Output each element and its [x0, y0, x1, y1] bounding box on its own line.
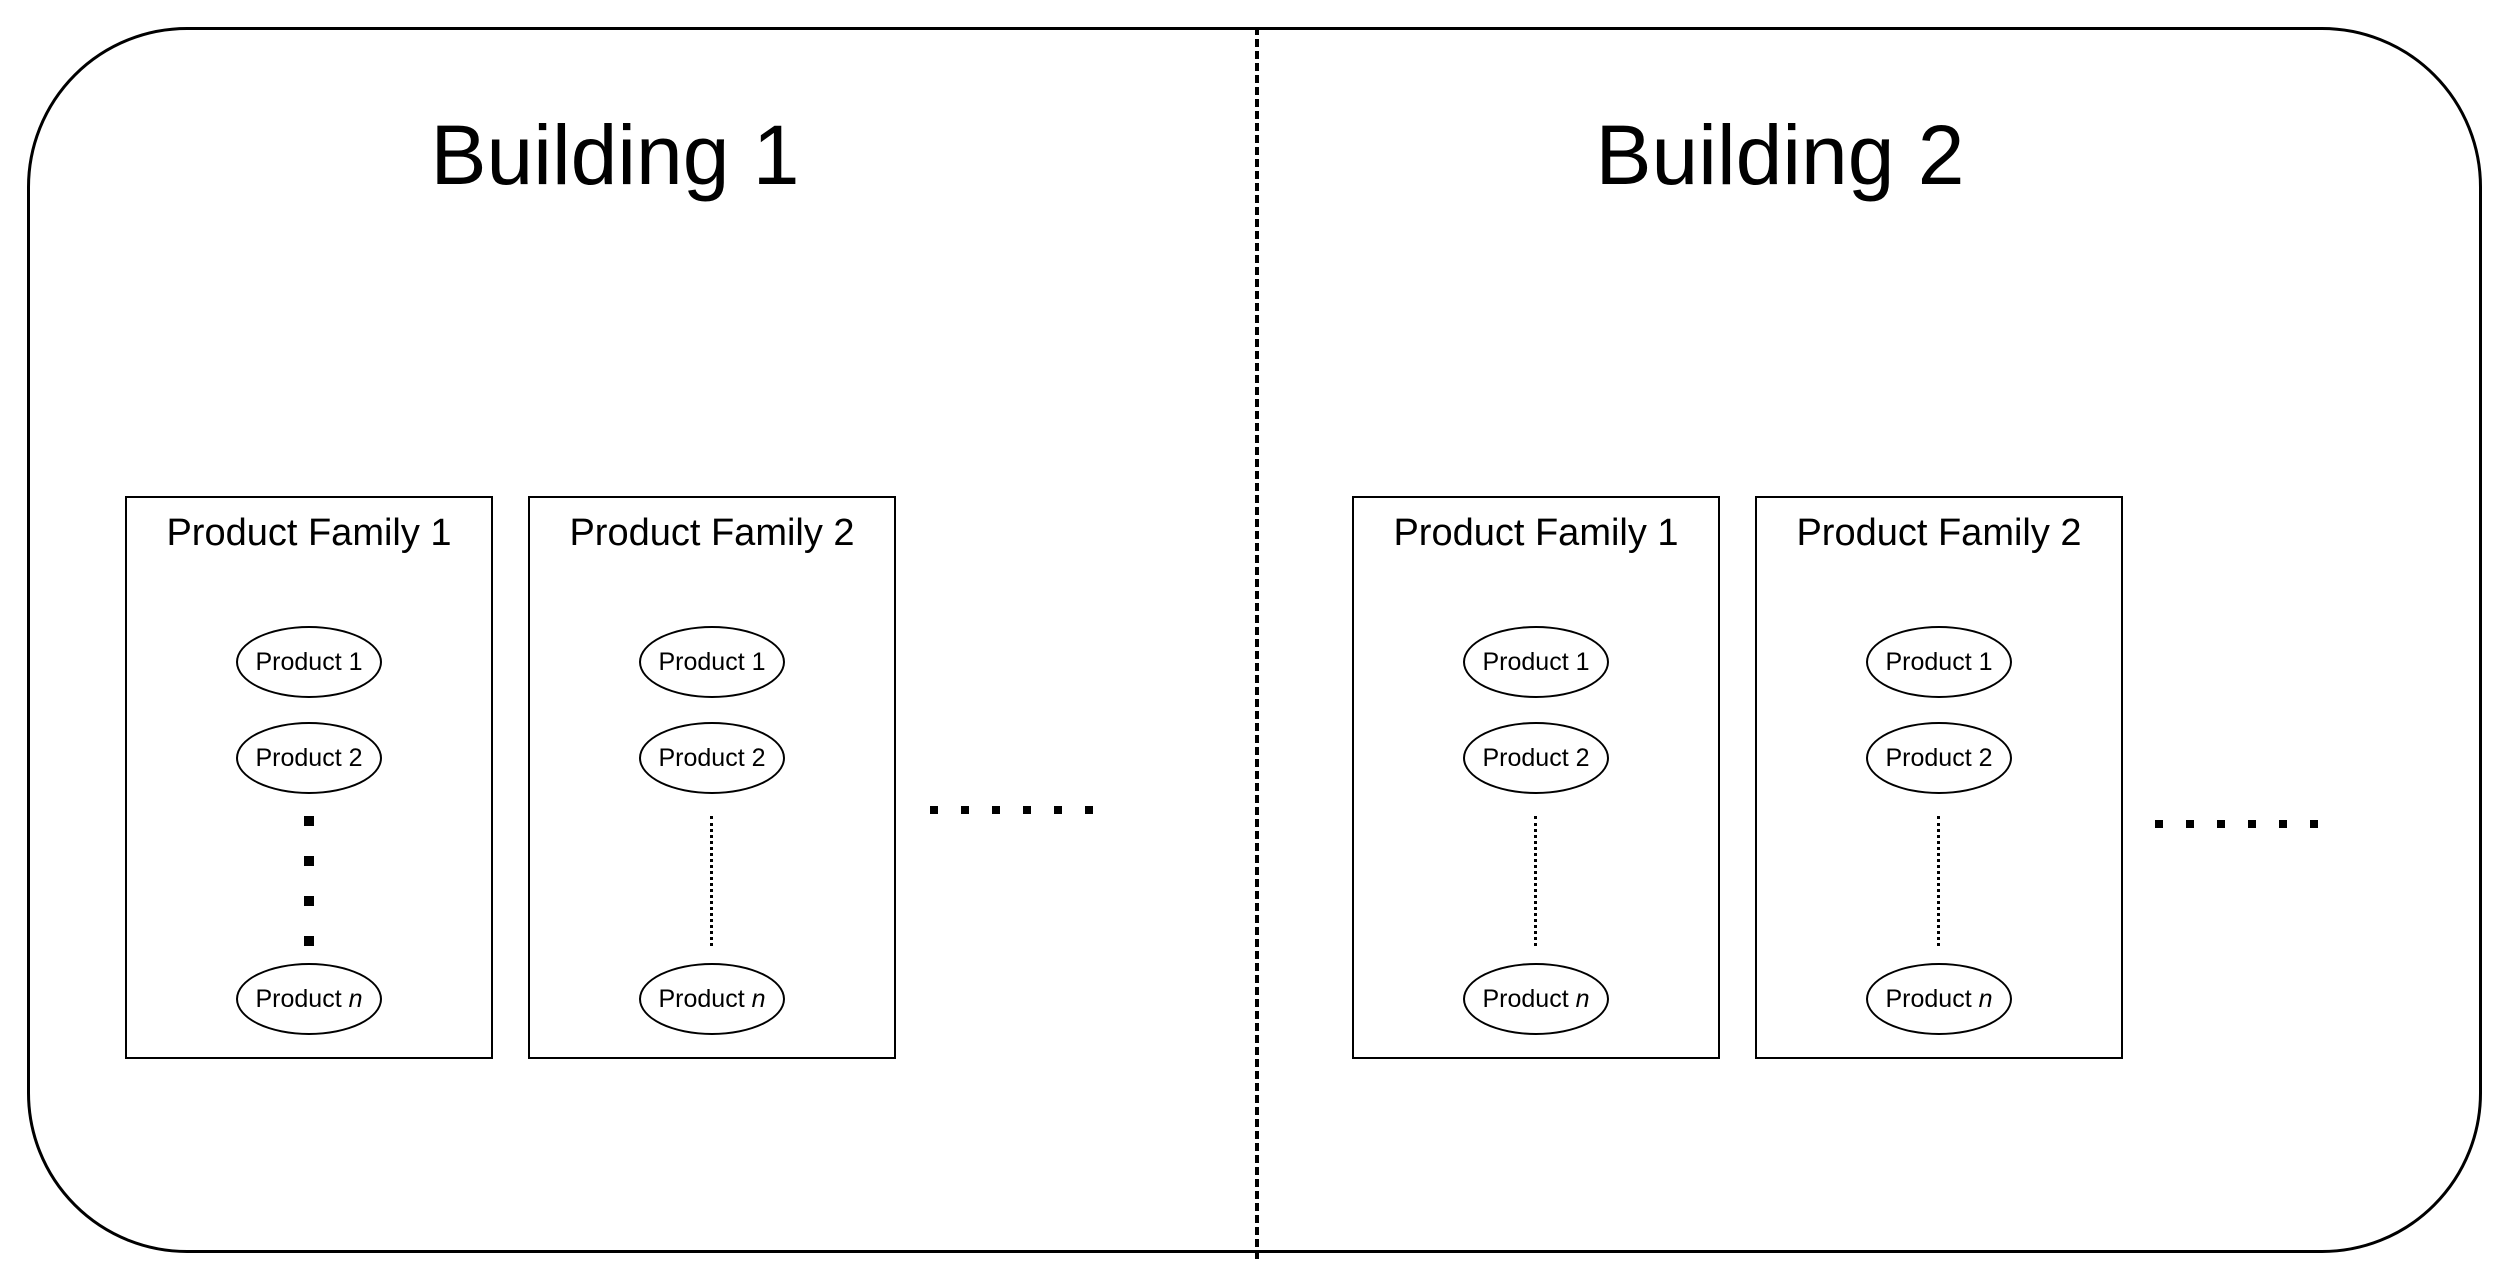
building-1-title: Building 1 [430, 108, 800, 202]
product-n-prefix: Product [1885, 984, 1979, 1013]
product-n-prefix: Product [1482, 984, 1576, 1013]
product-n-node: Product n [1866, 963, 2012, 1035]
product-n-prefix: Product [658, 984, 752, 1013]
product-n-prefix: Product [255, 984, 349, 1013]
building-1-family-1: Product Family 1 Product 1 Product 2 Pro… [125, 496, 493, 1059]
vertical-ellipsis [1937, 816, 1940, 946]
product-2-node: Product 2 [1866, 722, 2012, 794]
family-title: Product Family 1 [166, 512, 452, 554]
product-2-node: Product 2 [639, 722, 785, 794]
product-1-node: Product 1 [1463, 626, 1609, 698]
vertical-ellipsis [710, 816, 713, 946]
product-n-variable: n [1978, 984, 1993, 1013]
building-divider [1255, 27, 1259, 1259]
product-n-variable: n [1575, 984, 1590, 1013]
family-title: Product Family 1 [1393, 512, 1679, 554]
product-1-node: Product 1 [639, 626, 785, 698]
product-1-node: Product 1 [236, 626, 382, 698]
product-n-variable: n [751, 984, 766, 1013]
more-families-ellipsis [930, 806, 1093, 814]
family-title: Product Family 2 [569, 512, 855, 554]
product-n-node: Product n [236, 963, 382, 1035]
product-1-node: Product 1 [1866, 626, 2012, 698]
building-2-title: Building 2 [1595, 108, 1965, 202]
product-n-variable: n [348, 984, 363, 1013]
building-2-family-2: Product Family 2 Product 1 Product 2 Pro… [1755, 496, 2123, 1059]
vertical-ellipsis [1534, 816, 1537, 946]
more-families-ellipsis [2155, 820, 2318, 828]
building-2-family-1: Product Family 1 Product 1 Product 2 Pro… [1352, 496, 1720, 1059]
site-boundary [27, 27, 2482, 1253]
product-n-node: Product n [1463, 963, 1609, 1035]
building-1-family-2: Product Family 2 Product 1 Product 2 Pro… [528, 496, 896, 1059]
product-2-node: Product 2 [236, 722, 382, 794]
product-2-node: Product 2 [1463, 722, 1609, 794]
family-title: Product Family 2 [1796, 512, 2082, 554]
product-n-node: Product n [639, 963, 785, 1035]
